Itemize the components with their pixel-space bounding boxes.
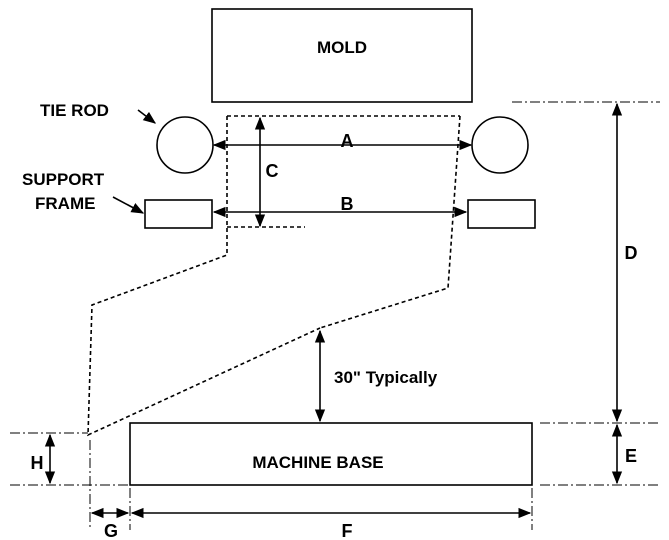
support-frame-leader — [112, 196, 145, 214]
support-frame-left — [144, 199, 213, 229]
tie-rod-left — [156, 116, 214, 174]
dimension-d-label: D — [625, 243, 638, 263]
tie-rod-label: TIE ROD — [40, 101, 109, 120]
tie-rod-leader — [137, 109, 157, 124]
machine-base: MACHINE BASE — [129, 422, 533, 486]
dimension-b-label: B — [341, 194, 354, 214]
angle-note: 30" Typically — [334, 368, 438, 387]
dimension-g-label: G — [104, 521, 118, 540]
dimension-a-label: A — [341, 131, 354, 151]
dimension-c-label: C — [266, 161, 279, 181]
mold-block: MOLD — [211, 8, 473, 103]
dimension-h-label: H — [31, 453, 44, 473]
dimension-f-label: F — [342, 521, 353, 540]
support-frame-label-line2: FRAME — [35, 194, 95, 213]
support-frame-right — [467, 199, 536, 229]
clearance-envelope — [87, 115, 461, 437]
tie-rod-right — [471, 116, 529, 174]
mold-label: MOLD — [317, 38, 367, 57]
support-frame-label-line1: SUPPORT — [22, 170, 105, 189]
dimension-e-label: E — [625, 446, 637, 466]
machine-base-label: MACHINE BASE — [252, 453, 383, 472]
